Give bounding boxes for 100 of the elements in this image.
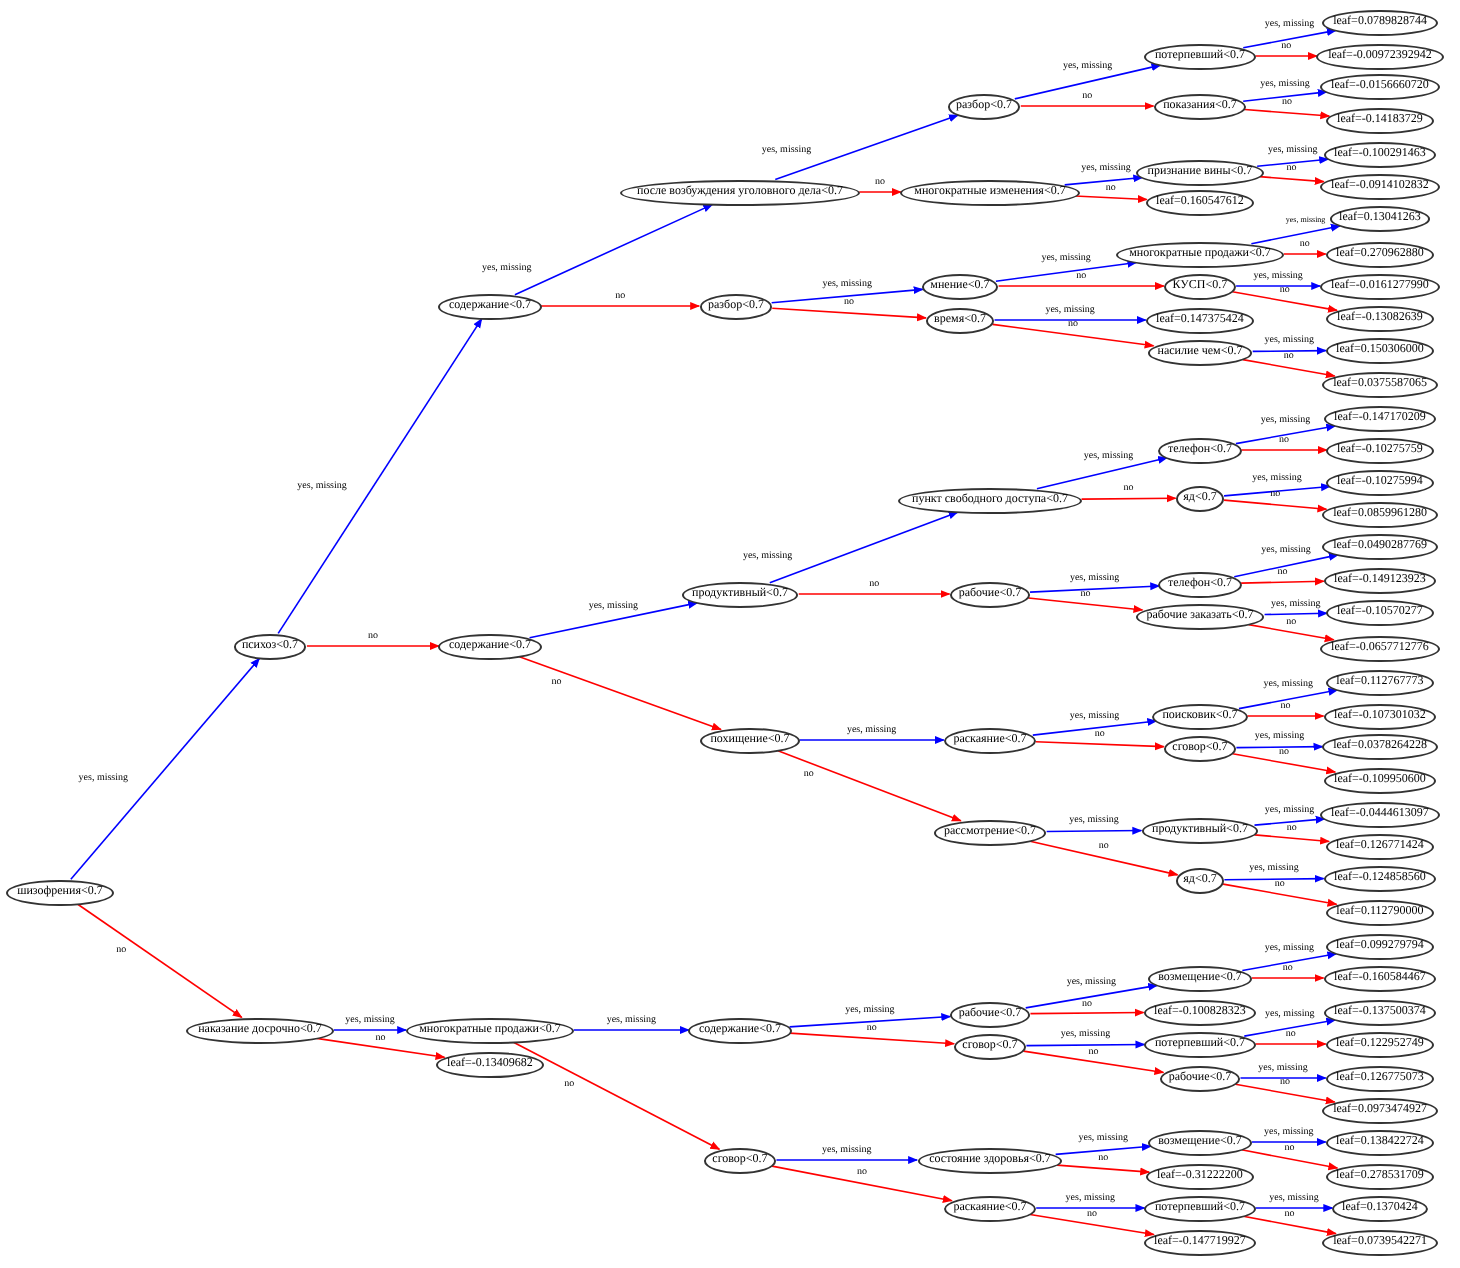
node-ellipse xyxy=(1323,767,1437,793)
arrow xyxy=(1056,1164,1151,1176)
node-ellipse xyxy=(1322,733,1438,759)
arrow xyxy=(1234,1083,1336,1105)
arrow xyxy=(1254,1040,1327,1048)
arrow xyxy=(995,259,1138,282)
arrow xyxy=(1241,358,1336,379)
arrow xyxy=(769,511,959,584)
arrow xyxy=(573,1026,690,1034)
arrow xyxy=(1029,582,1161,593)
node-ellipse xyxy=(699,293,773,319)
arrow xyxy=(1253,834,1331,845)
arrow xyxy=(1036,456,1169,490)
node-ellipse xyxy=(1163,735,1237,761)
node-ellipse xyxy=(1144,1195,1256,1221)
node-ellipse xyxy=(1322,9,1438,35)
node-ellipse xyxy=(925,307,995,333)
arrow xyxy=(1025,1040,1146,1049)
arrow xyxy=(1054,1143,1152,1156)
arrow xyxy=(1032,718,1158,736)
node-ellipse xyxy=(1325,1163,1435,1189)
arrow xyxy=(1029,1213,1155,1238)
node-ellipse xyxy=(438,633,542,659)
arrow xyxy=(1240,446,1328,454)
arrow xyxy=(1247,623,1335,643)
node-ellipse xyxy=(1320,73,1440,99)
arrow xyxy=(1241,951,1338,972)
arrow xyxy=(1024,982,1159,1009)
arrow xyxy=(1074,195,1148,204)
node-ellipse xyxy=(1116,241,1284,267)
arrow xyxy=(518,655,722,731)
node-ellipse xyxy=(1320,273,1440,299)
node-ellipse xyxy=(1145,189,1255,215)
node-ellipse xyxy=(6,879,114,905)
node-ellipse xyxy=(681,581,799,607)
arrow xyxy=(1035,1204,1146,1212)
arrow xyxy=(774,114,959,181)
arrow xyxy=(788,1032,956,1048)
arrow xyxy=(797,590,951,598)
node-ellipse xyxy=(943,1195,1037,1221)
arrow xyxy=(1258,175,1325,185)
node-ellipse xyxy=(947,93,1021,119)
node-ellipse xyxy=(1322,371,1438,397)
arrow xyxy=(1020,102,1155,110)
arrow xyxy=(1029,1008,1145,1017)
arrow xyxy=(1045,826,1143,835)
arrow xyxy=(1244,108,1331,120)
arrow xyxy=(1063,174,1144,186)
arrow xyxy=(1035,740,1165,751)
node-ellipse xyxy=(953,1033,1027,1059)
node-ellipse xyxy=(1158,437,1242,463)
arrow xyxy=(777,749,962,822)
node-ellipse xyxy=(921,273,999,299)
arrow xyxy=(1251,1138,1327,1146)
node-ellipse xyxy=(1146,1163,1254,1189)
arrow xyxy=(771,1165,953,1203)
node-ellipse xyxy=(1326,107,1434,133)
arrow xyxy=(1254,1204,1334,1212)
arrow xyxy=(1242,88,1328,102)
node-ellipse xyxy=(949,581,1031,607)
node-ellipse xyxy=(1141,817,1259,843)
node-ellipse xyxy=(1325,899,1434,925)
node-ellipse xyxy=(1163,273,1237,299)
node-ellipse xyxy=(1159,1065,1241,1091)
node-ellipse xyxy=(1144,1031,1256,1057)
arrow xyxy=(1239,1074,1327,1082)
node-ellipse xyxy=(1144,43,1256,69)
arrow xyxy=(76,903,243,1019)
arrow xyxy=(775,1156,919,1164)
node-ellipse xyxy=(1147,339,1253,365)
arrow xyxy=(1263,609,1329,618)
node-ellipse xyxy=(1152,703,1248,729)
node-ellipse xyxy=(1325,669,1434,695)
arrow xyxy=(858,188,902,196)
arrow xyxy=(1223,483,1332,497)
arrow xyxy=(1242,28,1337,49)
arrow xyxy=(1235,742,1324,751)
arrow xyxy=(513,1041,721,1151)
arrow xyxy=(997,282,1165,290)
node-ellipse xyxy=(1323,999,1437,1025)
node-ellipse xyxy=(438,293,542,319)
arrow xyxy=(1235,423,1337,445)
node-ellipse xyxy=(1326,469,1434,495)
node-ellipse xyxy=(1322,501,1438,527)
node-ellipse xyxy=(1320,635,1440,661)
arrow xyxy=(1223,499,1328,513)
arrow xyxy=(1223,874,1325,883)
arrow xyxy=(1242,1215,1337,1236)
arrow xyxy=(1240,1149,1339,1171)
node-ellipse xyxy=(688,1017,792,1043)
node-ellipse xyxy=(1320,173,1440,199)
arrow xyxy=(333,1026,408,1034)
arrow xyxy=(1235,282,1322,290)
node-ellipse xyxy=(1323,141,1437,167)
node-ellipse xyxy=(943,727,1037,753)
node-ellipse xyxy=(186,1017,334,1043)
node-ellipse xyxy=(1322,1097,1438,1123)
arrow xyxy=(1256,156,1330,168)
arrow xyxy=(1243,1017,1337,1037)
node-ellipse xyxy=(933,819,1047,845)
